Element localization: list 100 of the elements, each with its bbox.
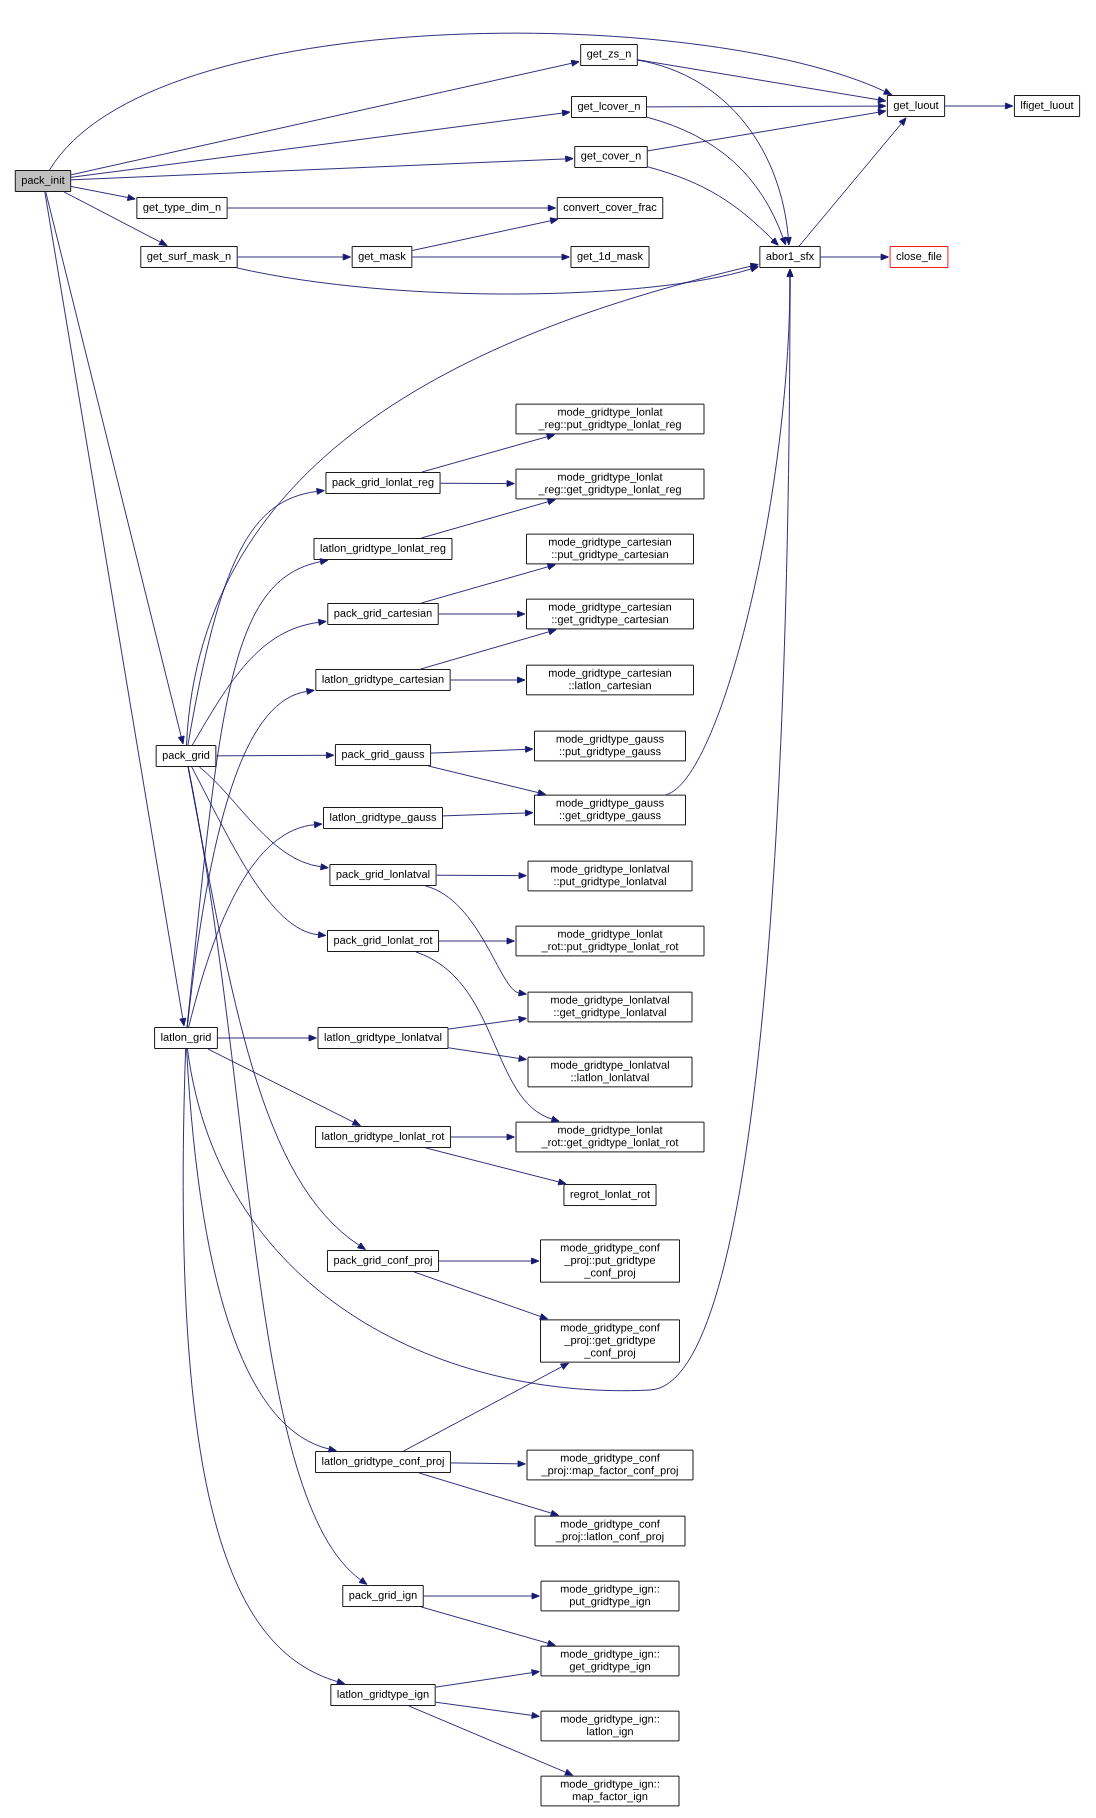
arrow: [187, 488, 325, 746]
function-box: mode_gridtype_ign:: map_factor_ign: [540, 1775, 680, 1807]
arrow: [425, 885, 527, 997]
arrow: [188, 821, 323, 1028]
arrow: [186, 688, 315, 1028]
arrow: [427, 765, 547, 796]
function-box: pack_init: [14, 170, 72, 192]
arrow: [421, 433, 555, 473]
arrow: [448, 1047, 527, 1062]
arrow: [944, 102, 1014, 110]
arrow: [438, 937, 515, 945]
arrow: [45, 191, 185, 745]
arrow: [450, 1460, 526, 1468]
arrow: [236, 265, 759, 295]
arrow: [187, 766, 368, 1585]
arrow: [637, 59, 792, 246]
function-box: convert_cover_frac: [556, 197, 664, 219]
function-box: mode_gridtype_conf _proj::map_factor_conf_proj: [526, 1449, 694, 1481]
arrow: [186, 558, 329, 1028]
arrow: [435, 1701, 540, 1719]
arrow: [646, 102, 887, 110]
function-box: close_file: [889, 246, 949, 268]
arrow: [70, 186, 136, 201]
function-box: mode_gridtype_ign:: latlon_ign: [540, 1710, 680, 1742]
arrow: [440, 480, 515, 487]
arrow: [70, 155, 574, 181]
arrow: [450, 676, 526, 684]
function-box: mode_gridtype_lonlat _rot::put_gridtype_lonlat_rot: [515, 925, 705, 957]
function-box: mode_gridtype_conf _proj::put_gridtype _conf_proj: [540, 1239, 680, 1283]
arrow: [411, 217, 559, 251]
function-box: pack_grid: [155, 745, 217, 767]
arrow: [408, 1705, 574, 1776]
function-box: latlon_gridtype_conf_proj: [315, 1451, 451, 1473]
function-box: get_zs_n: [580, 44, 638, 66]
function-box: latlon_gridtype_gauss: [323, 807, 443, 829]
arrow: [798, 117, 907, 247]
arrow: [63, 191, 168, 246]
function-box: mode_gridtype_lonlat _rot::get_gridtype_lonlat_rot: [515, 1121, 705, 1153]
function-box: get_luout: [886, 95, 946, 117]
arrow: [44, 191, 187, 1027]
function-box: get_1d_mask: [570, 246, 650, 268]
arrow: [227, 204, 556, 212]
function-box: mode_gridtype_gauss ::put_gridtype_gauss: [534, 730, 686, 762]
arrow: [186, 1048, 337, 1453]
arrow: [191, 766, 327, 939]
arrow: [199, 766, 329, 871]
arrow: [420, 1606, 556, 1647]
function-box: pack_grid_cartesian: [327, 603, 439, 625]
function-box: latlon_grid: [154, 1027, 218, 1049]
function-box: pack_grid_conf_proj: [327, 1250, 439, 1272]
function-box: latlon_gridtype_ign: [330, 1684, 436, 1706]
arrow: [448, 1016, 527, 1030]
function-box: mode_gridtype_conf _proj::get_gridtype _conf_proj: [540, 1319, 680, 1363]
arrow: [442, 809, 534, 817]
function-box: get_mask: [351, 246, 413, 268]
function-box: mode_gridtype_lonlatval ::get_gridtype_lonlatval: [527, 991, 693, 1023]
arrow: [217, 1034, 317, 1042]
arrow: [436, 872, 527, 880]
function-box: pack_grid_lonlat_reg: [325, 472, 441, 494]
function-box: get_surf_mask_n: [140, 246, 238, 268]
arrow: [425, 1147, 567, 1186]
function-box: latlon_gridtype_lonlat_rot: [315, 1126, 451, 1148]
function-box: mode_gridtype_cartesian ::latlon_cartesian: [526, 664, 694, 696]
arrow: [70, 59, 580, 176]
function-box: latlon_gridtype_lonlatval: [317, 1027, 449, 1049]
arrow: [191, 618, 327, 746]
arrow: [423, 1592, 540, 1600]
function-box: mode_gridtype_lonlat _reg::get_gridtype_lonlat_reg: [515, 468, 705, 500]
arrow: [420, 628, 557, 670]
function-box: mode_gridtype_lonlatval ::latlon_lonlatval: [527, 1056, 693, 1088]
function-box: regrot_lonlat_rot: [563, 1184, 657, 1206]
arrow: [420, 563, 556, 604]
arrow: [49, 32, 892, 171]
arrow: [820, 253, 889, 261]
function-box: get_type_dim_n: [136, 197, 228, 219]
function-box: pack_grid_lonlat_rot: [327, 930, 439, 952]
function-box: mode_gridtype_conf _proj::latlon_conf_proj: [534, 1515, 686, 1547]
arrow: [435, 1669, 540, 1688]
arrow: [647, 108, 887, 152]
arrow: [665, 268, 794, 796]
function-box: pack_grid_lonlatval: [329, 864, 437, 886]
arrow: [450, 1133, 515, 1141]
arrow: [415, 951, 560, 1123]
arrow: [403, 1362, 569, 1452]
arrow: [182, 1048, 346, 1685]
arrow: [215, 751, 335, 759]
function-box: mode_gridtype_cartesian ::get_gridtype_cartesian: [526, 598, 694, 630]
function-box: latlon_gridtype_lonlat_reg: [313, 538, 453, 560]
function-box: get_lcover_n: [571, 96, 647, 118]
function-box: mode_gridtype_ign:: get_gridtype_ign: [540, 1645, 680, 1677]
arrow: [186, 262, 759, 746]
arrow: [411, 253, 570, 261]
function-box: mode_gridtype_cartesian ::put_gridtype_cartesian: [526, 533, 694, 565]
arrow: [637, 59, 887, 104]
function-box: mode_gridtype_lonlatval ::put_gridtype_lonlatval: [527, 860, 693, 892]
function-box: lfiget_luout: [1013, 95, 1081, 117]
arrow: [646, 116, 787, 246]
arrow: [413, 1271, 549, 1320]
function-box: mode_gridtype_gauss ::get_gridtype_gauss: [534, 794, 686, 826]
arrow: [438, 610, 526, 618]
